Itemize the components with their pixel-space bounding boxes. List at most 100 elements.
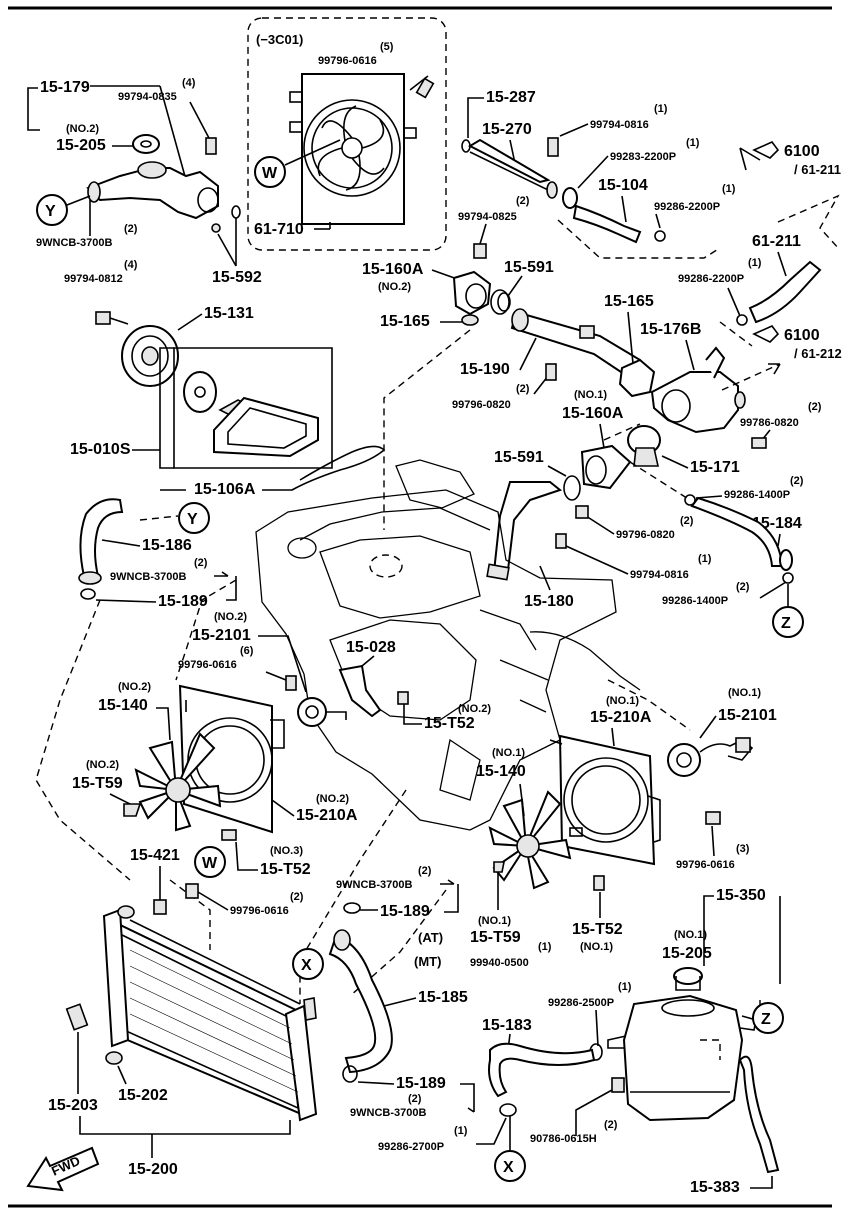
ref-6100-61-211: 6100 / 61-211 <box>752 141 841 177</box>
label-99286-2500p: 99286-2500P <box>548 997 614 1009</box>
marker-w-inset-label: W <box>262 165 278 182</box>
label-15-180: 15-180 <box>524 593 574 610</box>
qty-99940-0500: (1) <box>538 941 552 953</box>
qty-99794-0816-mid: (1) <box>698 553 712 565</box>
label-99286-1400p-a: 99286-1400P <box>724 489 790 501</box>
marker-y-top-label: Y <box>45 203 56 220</box>
label-99286-1400p-b: 99286-1400P <box>662 595 728 607</box>
label-15-210a-no1: 15-210A <box>590 709 652 726</box>
note-15-t59-no1: (NO.1) <box>478 915 511 927</box>
label-9wncb-top: 9WNCB-3700B <box>36 237 112 249</box>
qty-90786-0615h: (2) <box>604 1119 618 1131</box>
ref1-sub: / 61-211 <box>794 162 841 177</box>
label-15-t59-no2: 15-T59 <box>72 775 123 792</box>
pulley-and-gasket-group: 15-131 15-010S 15-106A <box>70 305 386 498</box>
label-99796-0616-b: 99796-0616 <box>230 905 289 917</box>
marker-z-low <box>752 1002 784 1034</box>
radiator-group: X 15-203 15-202 15-200 FWD <box>26 905 324 1192</box>
qty-9wncb-low: (2) <box>418 865 432 877</box>
water-pipe-group: 15-287 15-270 (1) 99794-0816 (1) 99283-2… <box>461 89 736 259</box>
qty-99794-0812: (4) <box>124 259 138 271</box>
qty-99286-2700p: (1) <box>454 1125 468 1137</box>
note-15-205-no2: (NO.2) <box>66 123 99 135</box>
label-99794-0816-top: 99794-0816 <box>590 119 649 131</box>
marker-y-mid <box>178 502 210 534</box>
label-15-165-right: 15-165 <box>604 293 654 310</box>
qty-99794-0835: (4) <box>182 77 196 89</box>
marker-w-low <box>194 846 226 878</box>
label-15-183: 15-183 <box>482 1017 532 1034</box>
qty-99283-2200p: (1) <box>686 137 700 149</box>
label-15-131: 15-131 <box>204 305 254 322</box>
label-15-189-mid: 15-189 <box>380 903 430 920</box>
label-15-140-no1: 15-140 <box>476 763 526 780</box>
label-15-383: 15-383 <box>690 1179 740 1196</box>
page-frame <box>8 6 832 1208</box>
upper-hose-group: Y 15-186 (2) 9WNCB-3700B 15-189 <box>78 498 237 610</box>
label-9wncb-low: 9WNCB-3700B <box>336 879 412 891</box>
qty-99286-1400p-a: (2) <box>790 475 804 487</box>
label-15-t52-no1: 15-T52 <box>572 921 623 938</box>
qty-99796-0616-a: (6) <box>240 645 254 657</box>
label-99794-0812: 99794-0812 <box>64 273 123 285</box>
marker-x-top <box>292 948 324 980</box>
qty-99286-2500p: (1) <box>618 981 632 993</box>
note-15-140-no1: (NO.1) <box>492 747 525 759</box>
label-15-189-top: 15-189 <box>158 593 208 610</box>
label-15-591-top: 15-591 <box>504 259 554 276</box>
label-99940-0500: 99940-0500 <box>470 957 529 969</box>
ref2-sub: / 61-212 <box>794 346 842 361</box>
qty-99786-0820: (2) <box>808 401 822 413</box>
ref2-main: 6100 <box>784 327 820 344</box>
qty-99794-0816-top: (1) <box>654 103 668 115</box>
qty-9wncb-top: (2) <box>124 223 138 235</box>
label-15-106a: 15-106A <box>194 481 256 498</box>
label-15-592: 15-592 <box>212 269 262 286</box>
marker-y-top <box>36 194 68 226</box>
label-15-287: 15-287 <box>486 89 536 106</box>
label-15-140-no2: 15-140 <box>98 697 148 714</box>
label-15-186: 15-186 <box>142 537 192 554</box>
inset-label: 61-710 <box>254 221 304 238</box>
note-15-160a-no2: (NO.2) <box>378 281 411 293</box>
qty-99286-2200p-b: (1) <box>748 257 762 269</box>
note-mt: (MT) <box>414 954 441 969</box>
label-99794-0816-mid: 99794-0816 <box>630 569 689 581</box>
fwd-arrow: FWD <box>26 1146 100 1192</box>
ref-6100-61-212: 6100 / 61-212 <box>752 325 842 361</box>
label-15-350: 15-350 <box>716 887 766 904</box>
label-15-200: 15-200 <box>128 1161 178 1178</box>
note-15-205-no1: (NO.1) <box>674 929 707 941</box>
label-15-205-no2: 15-205 <box>56 137 106 154</box>
note-15-2101-no1: (NO.1) <box>728 687 761 699</box>
label-9wncb-mid: 9WNCB-3700B <box>110 571 186 583</box>
label-15-028: 15-028 <box>346 639 396 656</box>
note-15-t52-no1: (NO.1) <box>580 941 613 953</box>
marker-w-low-label: W <box>202 855 218 872</box>
label-99286-2700p: 99286-2700P <box>378 1141 444 1153</box>
label-15-176b: 15-176B <box>640 321 701 338</box>
label-15-270: 15-270 <box>482 121 532 138</box>
qty-99796-0820-a: (2) <box>516 383 530 395</box>
marker-y-mid-label: Y <box>187 511 198 528</box>
qty-9wncb-mid: (2) <box>194 557 208 569</box>
reservoir-group: 15-350 (NO.1) 15-205 (1) 99286-2500P 15-… <box>378 887 784 1196</box>
thermostat-pipe-group: (2) 99794-0825 15-160A (NO.2) 15-591 15-… <box>362 195 822 501</box>
label-15-160a-no1: 15-160A <box>562 405 624 422</box>
inset-box: (−3C01) (5) 99796-0616 W 61-710 <box>247 17 447 251</box>
marker-w-inset <box>254 156 286 188</box>
label-99794-0825: 99794-0825 <box>458 211 517 223</box>
note-15-2101-no2: (NO.2) <box>214 611 247 623</box>
fan-no2-blades <box>134 732 222 832</box>
label-15-104: 15-104 <box>598 177 648 194</box>
label-90786-0615h: 90786-0615H <box>530 1133 597 1145</box>
label-61-211: 61-211 <box>752 233 801 250</box>
inset-fan-shroud <box>289 73 435 225</box>
note-at: (AT) <box>418 930 443 945</box>
label-99286-2200p-b: 99286-2200P <box>678 273 744 285</box>
label-99786-0820: 99786-0820 <box>740 417 799 429</box>
radiator-core-fins <box>129 949 299 1093</box>
label-99796-0616-a: 99796-0616 <box>178 659 237 671</box>
water-outlet-group: 15-179 (4) 99794-0835 (NO.2) 15-205 Y (2… <box>27 77 262 325</box>
